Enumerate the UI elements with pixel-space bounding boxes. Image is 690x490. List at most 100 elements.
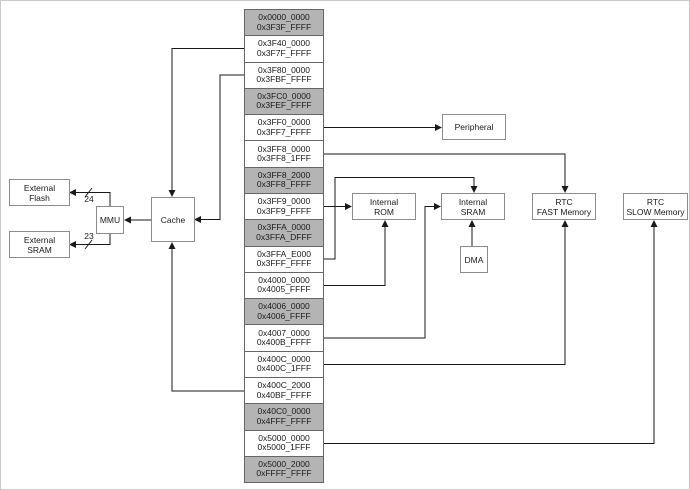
memory-row-14: 0x400C_0000 0x400C_1FFF [244,350,324,377]
row-end-address: 0x3FF8_FFFF [256,179,312,190]
dma-box: DMA [460,246,488,273]
memory-row-7: 0x3FF8_2000 0x3FF8_FFFF [244,166,324,193]
cache-box: Cache [151,197,195,242]
memory-row-18: 0x5000_2000 0xFFFF_FFFF [244,455,324,483]
arrowhead-up-icon [650,220,658,227]
row-end-address: 0x3FFA_DFFF [256,231,312,242]
row-start-address: 0x3FF9_0000 [257,196,311,207]
row-start-address: 0x400C_0000 [257,353,311,364]
row-start-address: 0x4000_0000 [258,274,310,285]
connector-row14-to-rtc-fast-bottom [324,220,569,365]
rtc-fast-memory-box: RTC FAST Memory [532,193,596,220]
rtc-slow-label-line1: RTC [646,196,665,207]
memory-row-17: 0x5000_0000 0x5000_1FFF [244,429,324,456]
connector-row13-to-internal-sram-left [324,203,441,339]
external-sram-label-line1: External [23,234,56,245]
row-start-address: 0x3F40_0000 [258,38,310,49]
arrowhead-up-icon [468,220,476,227]
row-end-address: 0x3FEF_FFFF [256,100,312,111]
row-end-address: 0x4005_FFFF [257,284,311,295]
memory-row-16: 0x40C0_0000 0x4FFF_FFFF [244,403,324,430]
rtc-fast-label-line2: FAST Memory [536,206,592,217]
row-end-address: 0x4006_FFFF [257,310,311,321]
dma-label: DMA [464,254,484,265]
row-start-address: 0x400C_2000 [257,380,311,391]
connector-dma-to-internal-sram [468,220,476,246]
memory-row-15: 0x400C_2000 0x40BF_FFFF [244,376,324,404]
row-end-address: 0x3FF8_1FFF [257,153,311,164]
row-end-address: 0x3FFF_FFFF [256,258,312,269]
external-flash-label-line2: Flash [29,192,50,203]
arrowhead-up-icon [561,220,569,227]
row-end-address: 0x3FF9_FFFF [256,205,312,216]
memory-row-1: 0x0000_0000 0x3F3F_FFFF [244,9,324,36]
row-end-address: 0x400C_1FFF [256,363,312,374]
row-end-address: 0xFFFF_FFFF [256,468,312,479]
row-start-address: 0x3FFA_E000 [257,248,311,259]
arrowhead-right-icon [345,203,352,210]
row-end-address: 0x400B_FFFF [256,337,312,348]
memory-row-8: 0x3FF9_0000 0x3FF9_FFFF [244,192,324,220]
connector-row17-to-rtc-slow-bottom [324,220,658,444]
arrowhead-right-icon [434,203,441,210]
rtc-slow-memory-box: RTC SLOW Memory [623,193,688,220]
peripheral-label: Peripheral [454,122,494,132]
memory-row-10: 0x3FFA_E000 0x3FFF_FFFF [244,245,324,272]
peripheral-box: Peripheral [442,114,506,140]
memory-map-column: 0x0000_0000 0x3F3F_FFFF 0x3F40_0000 0x3F… [244,9,324,483]
memory-row-5: 0x3FF0_0000 0x3FF7_FFFF [244,114,324,141]
arrowhead-down-icon [168,190,176,197]
arrowhead-right-icon [435,124,442,131]
rtc-slow-label-line2: SLOW Memory [626,206,685,217]
mmu-label: MMU [99,215,121,225]
row-start-address: 0x40C0_0000 [257,406,311,417]
connector-row6-to-rtc-fast-top [324,153,569,193]
internal-sram-label-line2: SRAM [460,206,486,217]
cache-label: Cache [160,214,186,225]
arrowhead-left-icon [124,216,131,224]
arrowhead-left-icon [69,241,76,248]
row-start-address: 0x4006_0000 [258,301,310,312]
row-end-address: 0x5000_1FFF [257,442,311,453]
arrowhead-left-icon [69,189,76,196]
memory-row-12: 0x4006_0000 0x4006_FFFF [244,298,324,325]
flash-bus-width-label: 24 [84,194,94,204]
connector-row15-to-cache-bottom [168,242,244,392]
row-start-address: 0x3F80_0000 [258,64,310,75]
row-end-address: 0x3F3F_FFFF [256,21,312,32]
sram-bus-width-label: 23 [84,231,94,241]
row-start-address: 0x3FC0_0000 [257,90,311,101]
memory-row-11: 0x4000_0000 0x4005_FFFF [244,271,324,299]
memory-row-6: 0x3FF8_0000 0x3FF8_1FFF [244,140,324,167]
row-start-address: 0x3FF8_2000 [257,169,311,180]
internal-sram-label-line1: Internal [458,196,488,207]
external-flash-box: External Flash [9,179,70,206]
connector-cache-to-mmu [124,216,151,224]
external-sram-box: External SRAM [9,231,70,258]
memory-row-9: 0x3FFA_0000 0x3FFA_DFFF [244,219,324,246]
memory-row-2: 0x3F40_0000 0x3F7F_FFFF [244,35,324,62]
row-start-address: 0x5000_2000 [258,458,310,469]
connector-row11-to-internal-rom-bottom [324,220,389,286]
memory-row-13: 0x4007_0000 0x400B_FFFF [244,324,324,351]
row-end-address: 0x40BF_FFFF [256,389,312,400]
internal-rom-box: Internal ROM [352,193,416,220]
row-start-address: 0x3FF8_0000 [257,143,311,154]
external-flash-label-line1: External [23,182,56,193]
row-end-address: 0x3FBF_FFFF [256,74,312,85]
internal-rom-label-line1: Internal [369,196,399,207]
external-sram-label-line2: SRAM [27,244,52,255]
arrowhead-down-icon [561,186,569,193]
bus-width-slash-icon [84,239,93,250]
row-start-address: 0x5000_0000 [258,432,310,443]
memory-row-3: 0x3F80_0000 0x3FBF_FFFF [244,61,324,88]
arrowhead-up-icon [168,242,176,249]
row-start-address: 0x4007_0000 [258,327,310,338]
arrowhead-up-icon [381,220,389,227]
connector-row3-to-cache-right [194,74,244,223]
row-end-address: 0x3F7F_FFFF [256,47,312,58]
row-start-address: 0x3FFA_0000 [257,222,311,233]
row-end-address: 0x3FF7_FFFF [256,126,312,137]
